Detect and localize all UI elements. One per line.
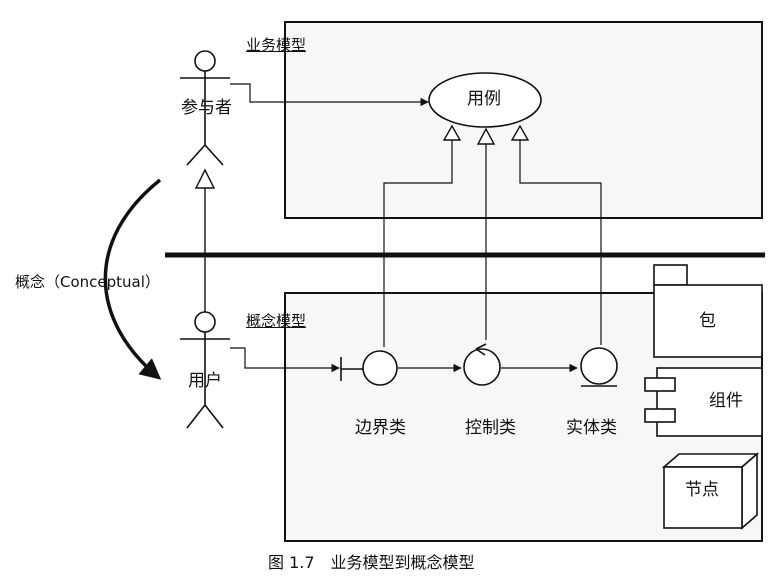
component-icon bbox=[644, 367, 763, 437]
participant-label: 参与者 bbox=[181, 98, 232, 118]
control-class-icon bbox=[463, 343, 501, 386]
boundary-class-label: 边界类 bbox=[355, 418, 406, 438]
component-label: 组件 bbox=[709, 391, 743, 411]
boundary-class-icon bbox=[340, 350, 398, 386]
use-case-ellipse bbox=[428, 72, 542, 128]
business-model-title: 业务模型 bbox=[246, 36, 307, 54]
entity-class-icon bbox=[580, 347, 618, 387]
realization-links bbox=[383, 140, 602, 347]
use-case-label: 用例 bbox=[467, 89, 501, 109]
node-label: 节点 bbox=[685, 480, 719, 500]
user-boundary-link bbox=[230, 347, 340, 373]
entity-class-label: 实体类 bbox=[566, 418, 617, 438]
user-label: 用户 bbox=[188, 371, 222, 391]
control-class-label: 控制类 bbox=[465, 418, 516, 438]
concept-model-title: 概念模型 bbox=[246, 312, 307, 330]
conceptual-arrow bbox=[103, 178, 162, 380]
package-label: 包 bbox=[699, 311, 716, 331]
actor-generalization bbox=[194, 168, 216, 312]
node-icon bbox=[661, 452, 760, 530]
package-icon bbox=[653, 264, 763, 358]
figure-caption: 图 1.7 业务模型到概念模型 bbox=[268, 553, 475, 572]
realization-arrowheads bbox=[442, 124, 530, 145]
participant-usecase-link bbox=[230, 83, 429, 107]
conceptual-label: 概念（Conceptual） bbox=[15, 273, 160, 291]
actor-figure-user bbox=[180, 311, 230, 429]
actor-figure-participant bbox=[180, 50, 230, 166]
